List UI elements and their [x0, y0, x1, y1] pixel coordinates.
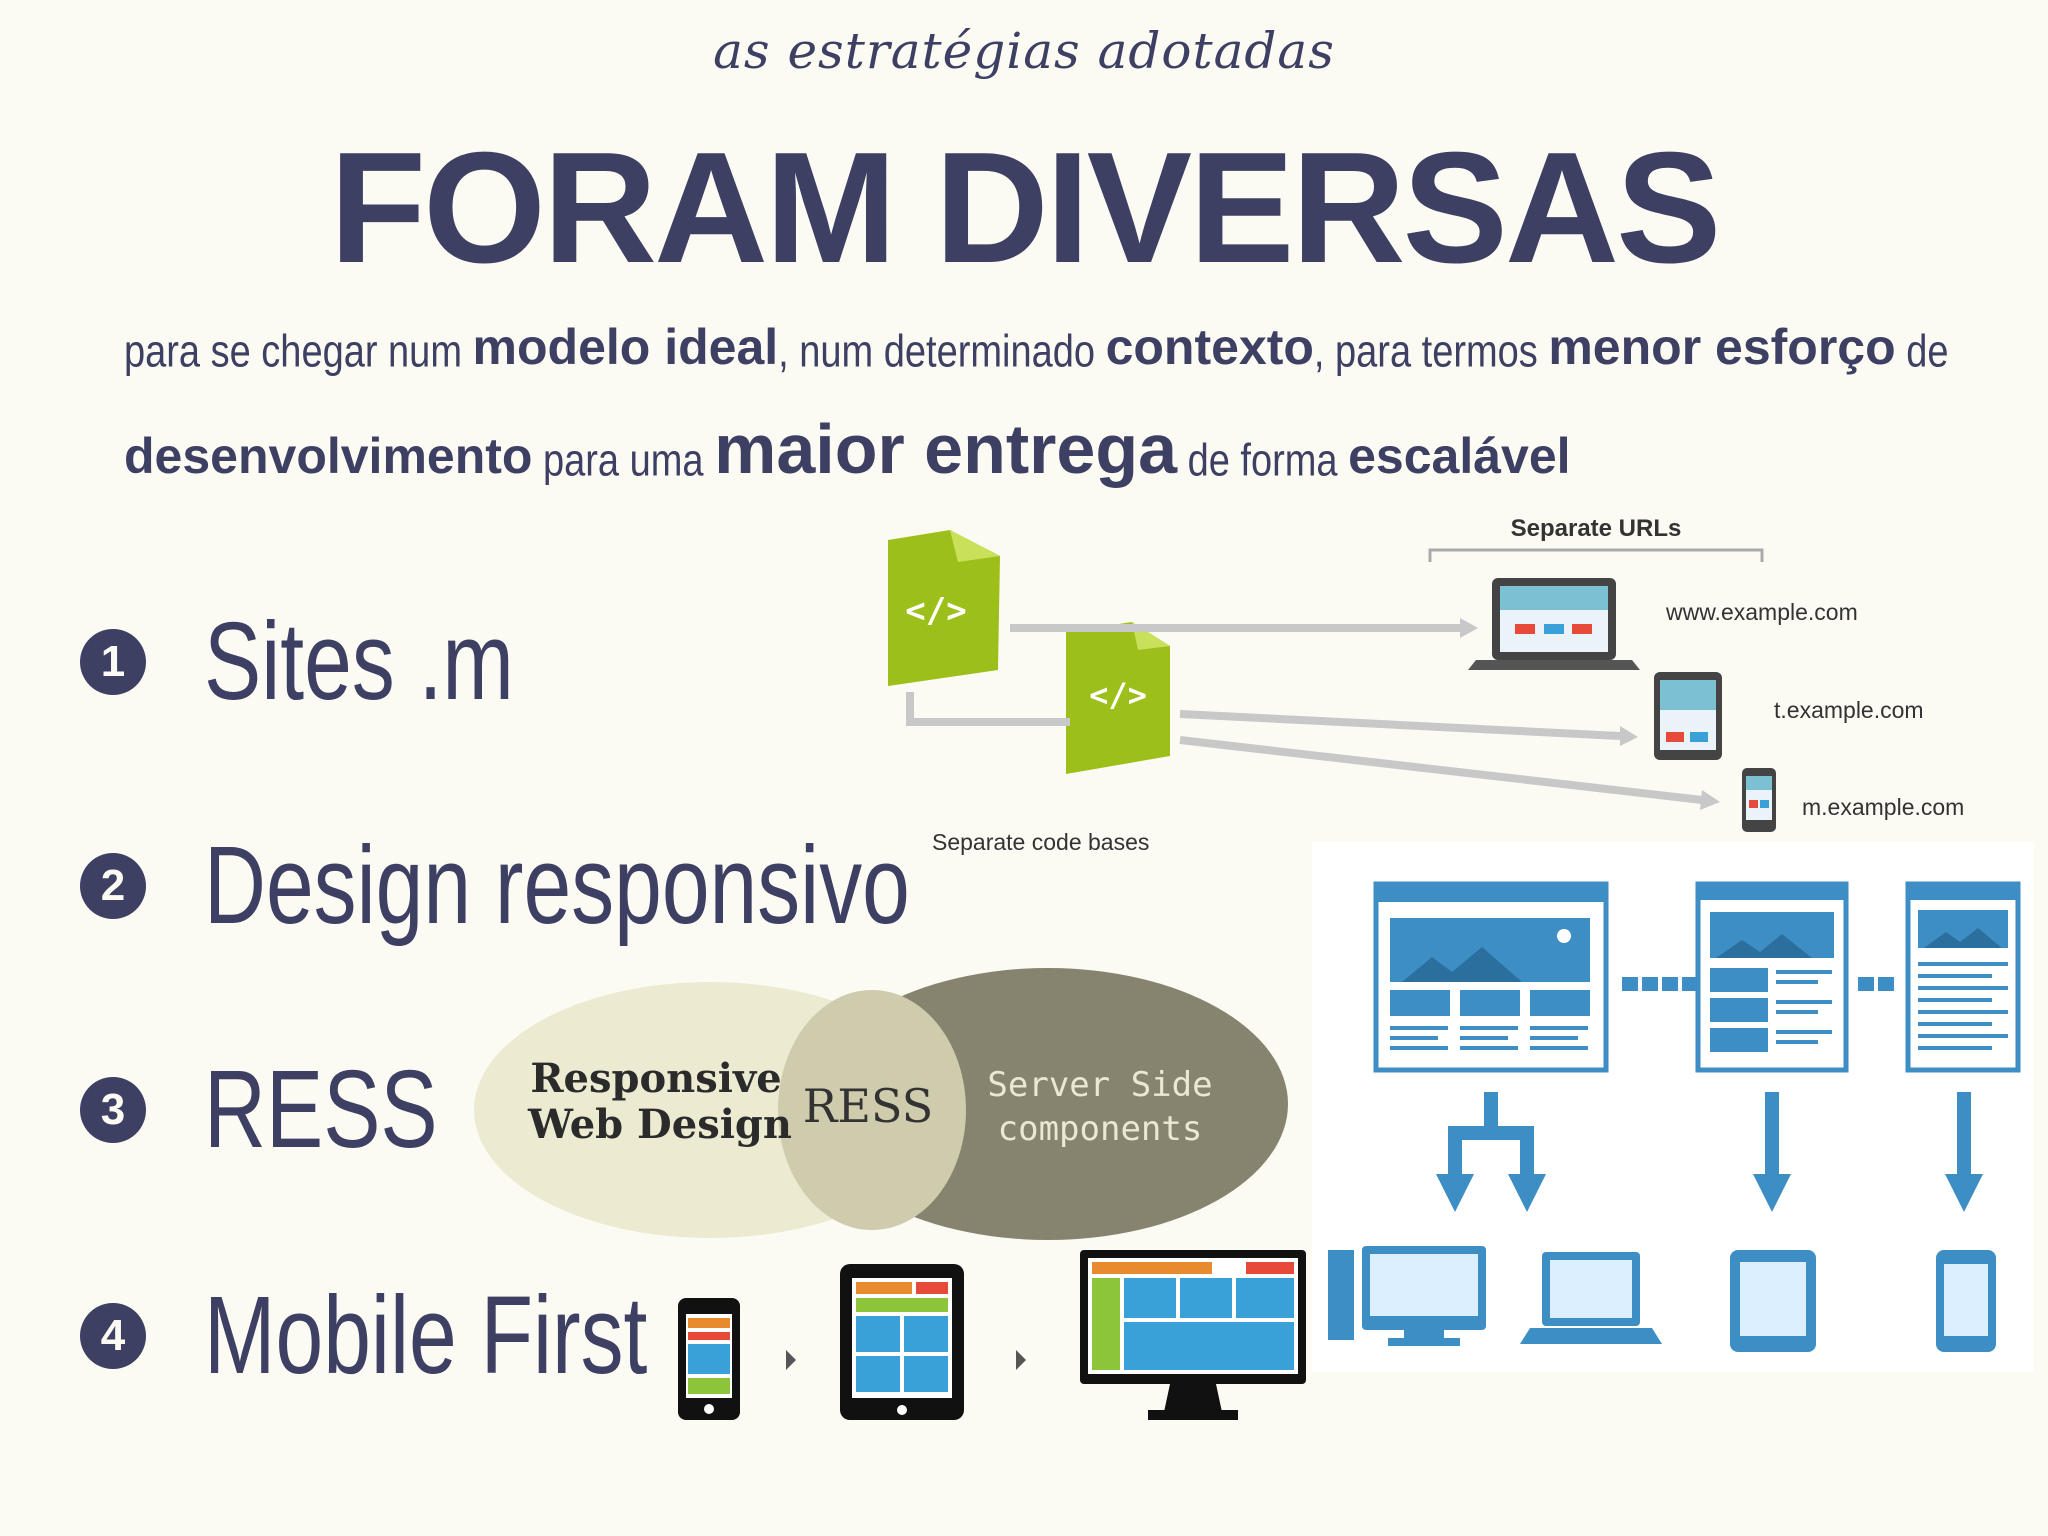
number-badge: 4	[80, 1302, 146, 1369]
venn-left-line1: Responsive	[530, 1055, 781, 1102]
laptop-icon	[1520, 1252, 1662, 1344]
paragraph-run: de forma	[1177, 435, 1349, 487]
phone-icon	[1936, 1250, 1996, 1352]
intro-paragraph-line-1: para se chegar num modelo ideal, num det…	[124, 296, 1984, 411]
item-label: Design responsivo	[204, 824, 910, 947]
venn-right-line1: Server Side	[987, 1065, 1212, 1105]
tablet-wireframe	[1695, 881, 1849, 1073]
desktop-computer-icon	[1328, 1246, 1486, 1346]
paragraph-run: escalável	[1348, 428, 1571, 484]
phone-icon	[1742, 768, 1776, 832]
paragraph-run: modelo ideal	[472, 319, 779, 375]
venn-overlap	[778, 990, 966, 1230]
mobile-first-devices	[678, 1250, 1306, 1420]
item-label: Mobile First	[204, 1274, 648, 1397]
connector-dots	[1622, 977, 1894, 991]
item-sites-m: 1 Sites .m	[80, 598, 601, 725]
mobile-wireframe	[1905, 881, 2021, 1073]
paragraph-run: de	[1895, 326, 1949, 378]
ress-venn-diagram: Responsive Web Design RESS Server Side c…	[474, 968, 1288, 1240]
paragraph-run: para uma	[532, 435, 715, 487]
tablet-icon	[1654, 672, 1722, 760]
number-badge: 2	[80, 852, 146, 919]
tablet-icon	[1730, 1250, 1816, 1352]
arrow-right-icon	[786, 1350, 796, 1370]
responsive-layout-diagram	[1312, 842, 2034, 1372]
down-arrows	[1436, 1092, 1983, 1212]
item-label: Sites .m	[204, 600, 514, 723]
svg-text:</>: </>	[1089, 676, 1147, 714]
item-label: RESS	[204, 1048, 438, 1171]
code-file-icon: </>	[1066, 622, 1170, 774]
paragraph-run: maior entrega	[714, 410, 1178, 488]
page-title: FORAM DIVERSAS	[329, 120, 1722, 296]
arrow-right-icon	[1016, 1350, 1026, 1370]
url-m: m.example.com	[1802, 794, 1964, 820]
desktop-wireframe	[1373, 881, 1609, 1073]
venn-right-line2: components	[998, 1109, 1203, 1149]
svg-text:</>: </>	[905, 591, 966, 631]
paragraph-run: menor esforço	[1548, 319, 1896, 375]
desktop-monitor-icon	[1080, 1250, 1306, 1420]
item-ress: 3 RESS	[80, 1046, 504, 1173]
item-design-responsivo: 2 Design responsivo	[80, 822, 1109, 949]
venn-left-line2: Web Design	[527, 1101, 792, 1148]
phone-icon	[678, 1298, 740, 1420]
url-www: www.example.com	[1665, 599, 1858, 625]
paragraph-run: contexto	[1105, 319, 1314, 375]
intro-paragraph-line-2: desenvolvimento para uma maior entrega d…	[124, 398, 1984, 520]
code-file-icon: </>	[888, 530, 1000, 686]
url-t: t.example.com	[1774, 697, 1924, 723]
separate-urls-heading: Separate URLs	[1511, 515, 1682, 542]
separate-code-bases-caption: Separate code bases	[932, 829, 1149, 855]
separate-urls-diagram: Separate URLs </> </>	[888, 515, 1964, 855]
number-badge: 1	[80, 628, 146, 695]
paragraph-run: desenvolvimento	[124, 428, 533, 484]
arrows	[906, 624, 1703, 804]
paragraph-run: , num determinado	[778, 326, 1106, 378]
paragraph-run: , para termos	[1313, 326, 1549, 378]
bracket	[1428, 548, 1764, 562]
tablet-icon	[840, 1264, 964, 1420]
subtitle: as estratégias adotadas	[713, 22, 1335, 80]
laptop-icon	[1468, 578, 1640, 670]
paragraph-run: para se chegar num	[124, 326, 473, 378]
item-mobile-first: 4 Mobile First	[80, 1272, 772, 1399]
number-badge: 3	[80, 1076, 146, 1143]
venn-center-label: RESS	[803, 1079, 933, 1133]
